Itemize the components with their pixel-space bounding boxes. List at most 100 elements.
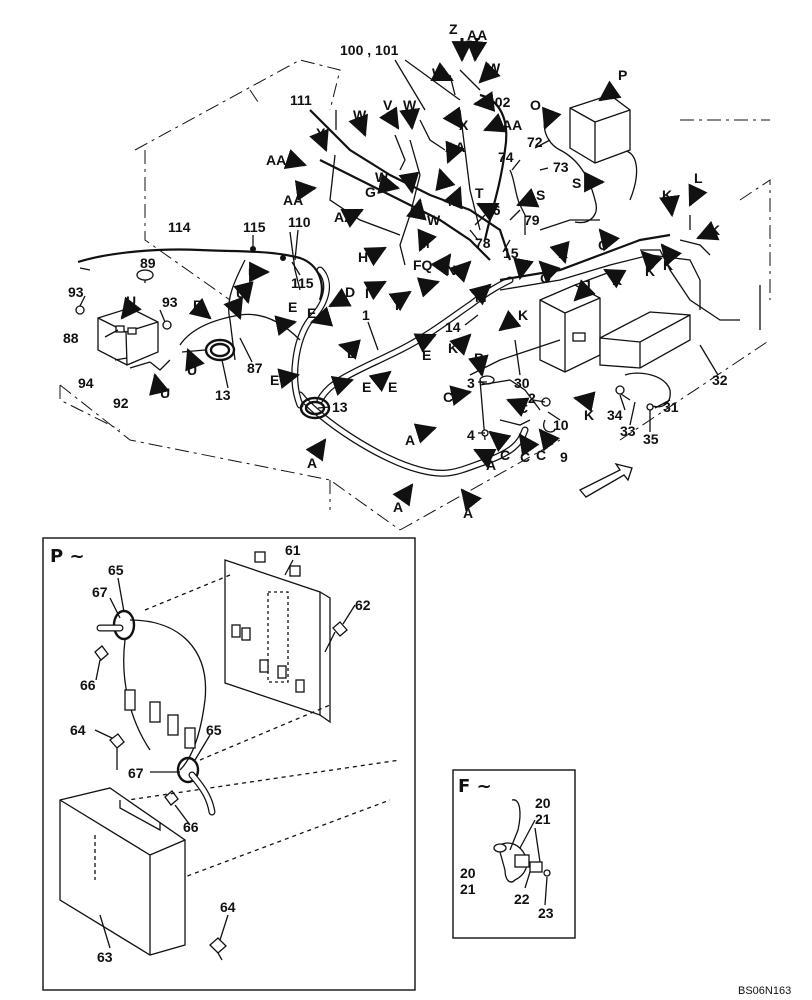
letter-e2: E [193,297,202,313]
callout-1: 1 [362,307,370,323]
callout-111: 111 [290,92,312,108]
callout-21a: 21 [535,811,551,827]
callout-67b: 67 [128,765,144,781]
letter-w6: W [427,212,441,228]
inset-f-title: F ~ [458,776,492,797]
callout-93a: 93 [68,284,84,300]
callout-33: 33 [620,423,636,439]
letter-g: G [365,184,376,200]
letter-k6: K [612,272,622,288]
letter-aa4: AA [502,117,522,133]
letter-m3: M [475,289,487,305]
callout-61: 61 [285,542,301,558]
letter-c3: C [500,447,510,463]
letter-c5: C [536,447,546,463]
front-direction-arrow [578,462,633,498]
letter-b: B [474,350,484,366]
callout-62: 62 [355,597,371,613]
arrow-letter-callouts: Z AA W W Y V W W AA AA AA AA AA O P W X … [126,21,720,521]
letter-aa1: AA [266,152,286,168]
callout-15: 15 [503,245,519,261]
callout-65b: 65 [206,722,222,738]
inset-p-frame [42,537,416,991]
pointer-arrows [120,37,720,512]
letter-h: H [358,249,368,265]
letter-o2: O [540,270,551,286]
letter-u2: U [126,293,136,309]
callout-93b: 93 [162,294,178,310]
frame-outline [59,59,771,531]
callout-115a: 115 [243,219,266,235]
callout-3: 3 [467,375,475,391]
callout-23: 23 [538,905,554,921]
callout-4: 4 [467,427,475,443]
letter-a2: A [307,455,317,471]
letter-z: Z [449,21,458,37]
callout-20a: 20 [535,795,551,811]
callout-87: 87 [247,360,263,376]
letter-o1: O [598,237,609,253]
letter-k8: K [448,340,458,356]
letter-k1: K [662,187,672,203]
letter-n: N [446,262,456,278]
callout-32: 32 [712,372,728,388]
callout-35: 35 [643,431,659,447]
callout-14: 14 [445,319,461,335]
letter-l: L [694,170,703,186]
letter-w5: W [375,169,389,185]
callout-13b: 13 [332,399,348,415]
callout-115b: 115 [291,275,314,291]
letter-fq: FQ [413,257,433,273]
letter-u4: U [187,362,197,378]
callout-89: 89 [140,255,156,271]
letter-m2: M [418,235,430,251]
callout-9: 9 [560,449,568,465]
letter-k7: K [518,307,528,323]
letter-a4: A [393,499,403,515]
callout-66b: 66 [183,819,199,835]
letter-w1: W [432,65,446,81]
letter-e9: E [388,379,397,395]
letter-p: P [618,67,627,83]
callout-74: 74 [498,149,514,165]
letter-w3: W [403,97,417,113]
callout-67a: 67 [92,584,108,600]
callout-13a: 13 [215,387,231,403]
letter-c1: C [443,389,453,405]
letter-u3: U [236,285,246,301]
inset-p-title: P ~ [50,546,85,567]
callout-64b: 64 [220,899,236,915]
letter-c4: C [520,449,530,465]
callout-30: 30 [514,375,530,391]
letter-k4: K [645,263,655,279]
letter-d: D [345,284,355,300]
letter-t: T [475,185,484,201]
letter-i2: I [395,297,399,313]
inset-f-frame [452,769,576,939]
letter-k5: K [558,245,568,261]
letter-w2: W [487,60,501,76]
callout-22: 22 [514,891,530,907]
callout-10: 10 [553,417,569,433]
callout-20b: 20 [460,865,476,881]
letter-e3: E [288,299,297,315]
letter-x: X [459,117,469,133]
callout-72: 72 [527,134,543,150]
letter-aa3: AA [334,209,354,225]
letter-aa5: AA [445,139,465,155]
callout-114: 114 [168,219,191,235]
letter-e1: E [420,277,429,293]
callout-63: 63 [97,949,113,965]
letter-y: Y [316,125,326,141]
tank-31 [599,311,691,408]
letter-aa2: AA [283,192,303,208]
callout-92: 92 [113,395,129,411]
lower-cables [469,339,654,441]
callout-110: 110 [288,214,311,230]
callout-31: 31 [663,399,679,415]
callout-73: 73 [553,159,569,175]
letter-a1: A [405,432,415,448]
letter-k2: K [710,222,720,238]
callout-88: 88 [63,330,79,346]
